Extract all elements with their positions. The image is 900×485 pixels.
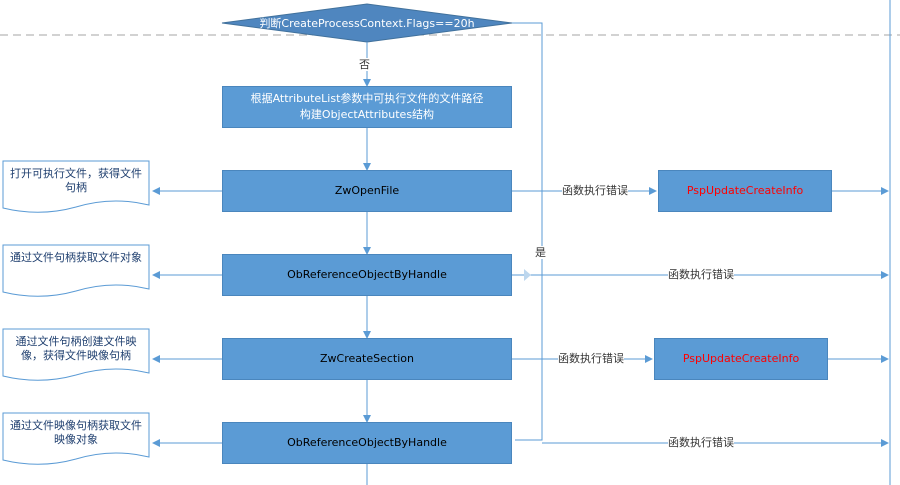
step-obreferenceobjectbyhandle-file[interactable]: ObReferenceObjectByHandle (222, 254, 512, 296)
error-label-3: 函数执行错误 (558, 352, 624, 365)
step-zwopenfile[interactable]: ZwOpenFile (222, 170, 512, 212)
psp-update-create-info-1[interactable]: PspUpdateCreateInfo (658, 170, 832, 212)
no-label: 否 (359, 58, 370, 71)
psp-update-create-info-2[interactable]: PspUpdateCreateInfo (654, 338, 828, 380)
yes-connector (512, 22, 543, 441)
note-shape-1 (2, 160, 150, 213)
step-build-object-attributes[interactable]: 根据AttributeList参数中可执行文件的文件路径 构建ObjectAtt… (222, 86, 512, 128)
error-label-1: 函数执行错误 (562, 184, 628, 197)
step-obreferenceobjectbyhandle-section[interactable]: ObReferenceObjectByHandle (222, 422, 512, 464)
note-shape-3 (2, 328, 150, 381)
selection-marker (524, 269, 531, 281)
note-shape-2 (2, 244, 150, 297)
note-open-file: 打开可执行文件，获得文件句柄 (10, 167, 142, 194)
error-label-4: 函数执行错误 (668, 436, 734, 449)
step-zwcreatesection[interactable]: ZwCreateSection (222, 338, 512, 380)
note-shape-4 (2, 412, 150, 465)
error-label-2: 函数执行错误 (668, 268, 734, 281)
yes-label: 是 (535, 246, 546, 259)
note-get-section-object: 通过文件映像句柄获取文件映像对象 (10, 419, 142, 446)
note-create-section: 通过文件句柄创建文件映像，获得文件映像句柄 (15, 335, 137, 362)
note-get-file-object: 通过文件句柄获取文件对象 (10, 251, 142, 264)
decision-label: 判断CreateProcessContext.Flags==20h (259, 17, 475, 30)
